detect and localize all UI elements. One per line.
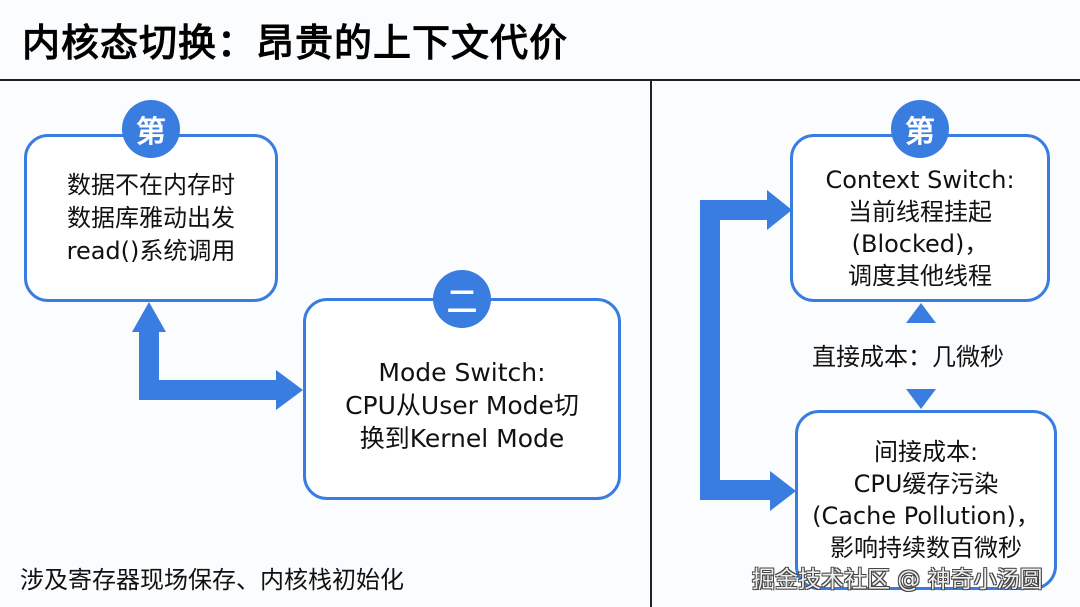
arrow-right-head-icon bbox=[770, 471, 796, 511]
bracket-arrow-icon bbox=[700, 190, 796, 511]
step-text: Context Switch: bbox=[825, 166, 1015, 194]
watermark: 掘金技术社区 @ 神奇小汤圆 bbox=[752, 567, 1043, 593]
step-text: CPU从User Mode切 bbox=[345, 390, 579, 420]
step-text: CPU缓存污染 bbox=[853, 470, 999, 498]
step-text: 换到Kernel Mode bbox=[359, 423, 565, 453]
direct-cost-label: 直接成本：几微秒 bbox=[812, 343, 1004, 371]
step-text: (Blocked)， bbox=[851, 230, 989, 258]
step-box-context-switch: Context Switch: 当前线程挂起 (Blocked)， 调度其他线程 bbox=[790, 134, 1050, 302]
panel-divider bbox=[650, 80, 652, 607]
arrow-up-head-icon bbox=[132, 302, 166, 332]
footer-note: 涉及寄存器现场保存、内核栈初始化 bbox=[20, 566, 404, 594]
step-text: read()系统调用 bbox=[66, 236, 236, 265]
step-text: 影响持续数百微秒 bbox=[830, 534, 1022, 562]
elbow-arrow-icon bbox=[132, 302, 303, 410]
step-box-read-syscall: 数据不在内存时 数据库雅动出发 read()系统调用 bbox=[24, 134, 278, 302]
arrow-right-head-icon bbox=[276, 370, 303, 410]
step-text: 间接成本: bbox=[873, 438, 979, 466]
step-badge: 二 bbox=[433, 270, 491, 328]
triangle-up-icon bbox=[906, 303, 936, 323]
step-text: 调度其他线程 bbox=[848, 262, 992, 290]
step-badge: 第 bbox=[122, 100, 180, 158]
step-badge: 第 bbox=[891, 100, 949, 158]
triangle-down-icon bbox=[906, 389, 936, 409]
arrow-right-head-icon bbox=[767, 190, 792, 230]
title-divider bbox=[0, 79, 1080, 81]
step-box-mode-switch: Mode Switch: CPU从User Mode切 换到Kernel Mod… bbox=[303, 298, 621, 500]
step-text: (Cache Pollution)， bbox=[812, 502, 1040, 530]
step-box-indirect-cost: 间接成本: CPU缓存污染 (Cache Pollution)， 影响持续数百微… bbox=[795, 410, 1057, 590]
step-text: 当前线程挂起 bbox=[848, 198, 992, 226]
page-title: 内核态切换：昂贵的上下文代价 bbox=[22, 21, 569, 65]
step-text: Mode Switch: bbox=[378, 357, 546, 387]
step-text: 数据库雅动出发 bbox=[67, 203, 235, 232]
step-text: 数据不在内存时 bbox=[67, 170, 235, 199]
